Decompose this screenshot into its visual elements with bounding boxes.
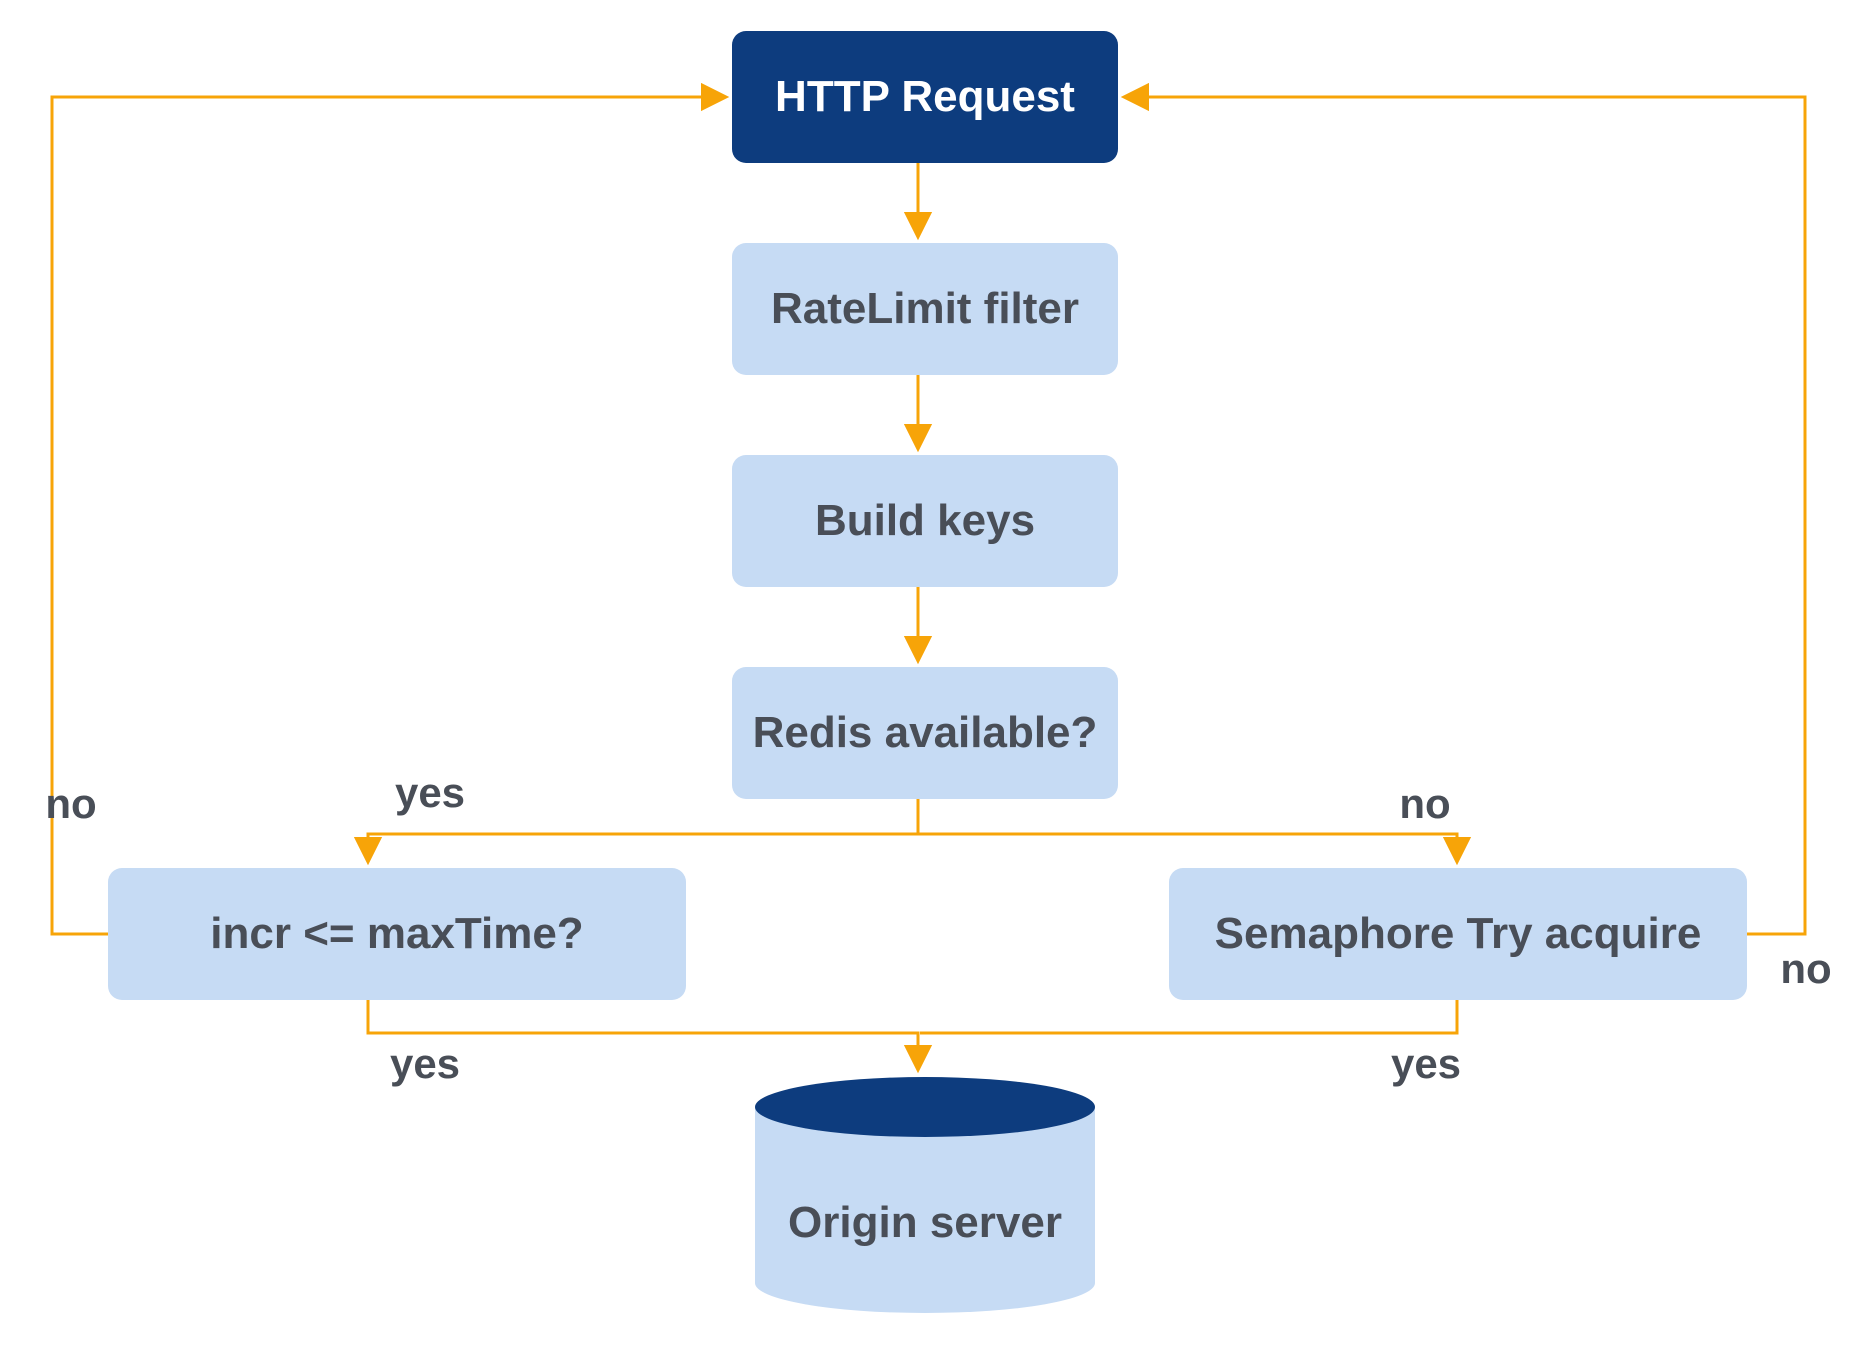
edge-label-redis-no: no	[1399, 780, 1451, 827]
node-semaphore-try-acquire: Semaphore Try acquire	[1169, 868, 1747, 1000]
edge-label-redis-yes: yes	[394, 769, 466, 816]
node-incr-maxtime: incr <= maxTime?	[108, 868, 686, 1000]
edge-label-semaphore-no: no	[1780, 945, 1832, 992]
node-origin-server-label: Origin server	[788, 1198, 1062, 1247]
edge-incr-no-loop	[50, 82, 730, 936]
edge-label-incr-yes: yes	[389, 1040, 461, 1087]
edge-label-semaphore-yes: yes	[1390, 1040, 1462, 1087]
node-http-request: HTTP Request	[732, 31, 1118, 163]
database-cylinder-icon	[755, 1077, 1095, 1313]
edge-redis-no	[918, 832, 1472, 866]
edge-incr-yes	[366, 1000, 933, 1074]
edge-semaphore-yes	[920, 1000, 1459, 1035]
edge-redis-yes	[353, 799, 920, 866]
node-ratelimit-filter: RateLimit filter	[732, 243, 1118, 375]
node-build-keys: Build keys	[732, 455, 1118, 587]
edge-label-incr-no: no	[45, 780, 97, 827]
node-redis-available: Redis available?	[732, 667, 1118, 799]
edge-semaphore-no-loop	[1120, 82, 1807, 936]
